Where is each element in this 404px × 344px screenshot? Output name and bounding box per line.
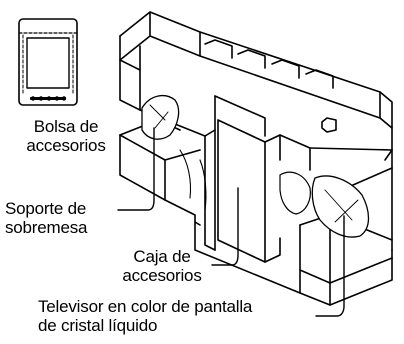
accessory-bag-illustration: [18, 18, 78, 106]
label-line: accesorios: [122, 266, 202, 285]
label-line: Televisor en color de pantalla: [38, 297, 253, 316]
label-line: Caja de: [133, 247, 191, 266]
leader-soporte: [117, 127, 155, 211]
label-bolsa-de-accesorios: Bolsa de accesorios: [1, 117, 131, 155]
label-line: sobremesa: [5, 218, 88, 237]
bag-contents-icon: [30, 96, 67, 101]
label-televisor: Televisor en color de pantalla de crista…: [38, 297, 252, 335]
label-line: accesorios: [26, 136, 106, 155]
label-caja-de-accesorios: Caja de accesorios: [112, 247, 212, 285]
foam-packaging-illustration: [119, 11, 393, 306]
leader-lines: [117, 127, 345, 317]
leader-caja: [211, 187, 239, 266]
leader-tv: [315, 215, 345, 317]
label-line: Bolsa de: [33, 117, 99, 136]
label-line: de cristal líquido: [38, 316, 158, 335]
label-soporte-de-sobremesa: Soporte de sobremesa: [5, 199, 87, 237]
label-line: Soporte de: [5, 199, 87, 218]
